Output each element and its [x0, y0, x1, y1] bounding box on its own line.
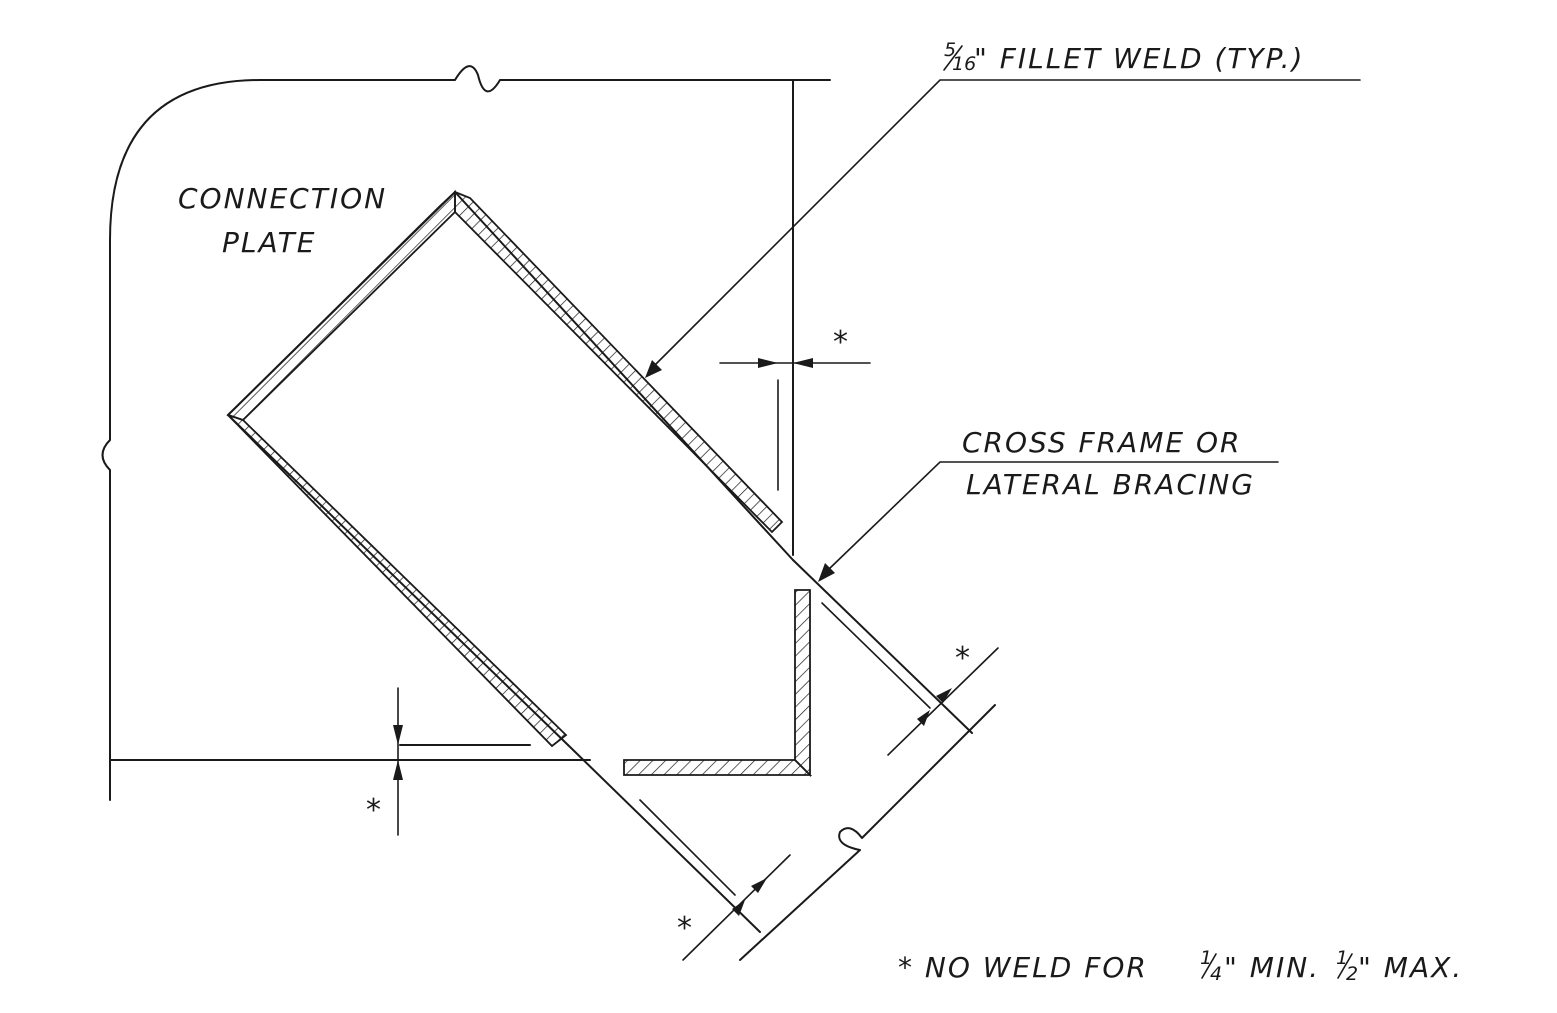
bracing-edge-upper	[792, 559, 973, 734]
bracing-break-line	[739, 704, 996, 961]
arrow-bracing-upper-1	[936, 688, 952, 703]
girder-outer-edge	[101, 65, 831, 801]
bracing-back-line-upper	[821, 602, 931, 709]
note-half-num: 1	[1336, 947, 1348, 969]
fillet-weld-fraction-bar	[943, 45, 963, 71]
fillet-welds	[226, 189, 813, 778]
cross-frame-label-2: LATERAL BRACING	[966, 468, 1255, 501]
note-mid: " MIN.	[1224, 951, 1320, 984]
leaders	[645, 79, 1361, 582]
girder-outline	[101, 65, 831, 801]
cross-frame-label-1: CROSS FRAME OR	[962, 426, 1241, 459]
weld-vertical-stiffener	[794, 589, 811, 778]
arrow-left	[793, 358, 813, 368]
arrow-right	[758, 358, 778, 368]
asterisk-bracing-upper: *	[955, 641, 970, 676]
arrow-bracing-lower-1	[751, 878, 767, 893]
note-quarter-bar	[1201, 953, 1217, 979]
note-half-den: 2	[1346, 963, 1358, 985]
cross-frame-arrowhead	[818, 563, 835, 582]
arrow-down	[393, 725, 403, 745]
fillet-weld-leader	[654, 79, 1361, 366]
note-half-bar	[1337, 953, 1353, 979]
arrow-bracing-lower-2	[732, 900, 745, 916]
connection-plate-label-1: CONNECTION	[178, 182, 387, 215]
asterisk-stiffener: *	[833, 325, 848, 360]
dimension-arrows	[393, 358, 999, 961]
arrow-bracing-upper-2	[917, 710, 930, 726]
note-quarter-den: 4	[1210, 963, 1222, 985]
fillet-weld-fraction-den: 16	[952, 53, 976, 75]
fillet-weld-arrowhead	[645, 360, 662, 378]
cross-frame-member	[567, 559, 996, 961]
no-weld-note: * NO WELD FOR 1 4 " MIN. 1 2 " MAX.	[898, 947, 1463, 985]
arrow-up	[393, 760, 403, 780]
connection-plate-label-2: PLATE	[222, 226, 316, 259]
fillet-weld-fraction-num: 5	[944, 39, 956, 61]
weld-lower-left	[227, 414, 568, 748]
text-labels: CONNECTION PLATE 5 16 " FILLET WELD (TYP…	[178, 39, 1463, 985]
note-quarter-num: 1	[1200, 947, 1212, 969]
cross-frame-leader	[827, 461, 1279, 571]
note-suffix: " MAX.	[1358, 951, 1463, 984]
asterisk-bracing-lower: *	[677, 911, 692, 946]
note-prefix: * NO WELD FOR	[898, 951, 1148, 984]
asterisk-flange: *	[366, 793, 381, 828]
fillet-weld-label: " FILLET WELD (TYP.)	[974, 42, 1304, 75]
weld-upper-right	[454, 190, 784, 534]
bracing-back-line-lower	[639, 799, 736, 896]
weld-horizontal-flange	[623, 759, 813, 776]
bracing-edge-lower	[567, 744, 761, 933]
